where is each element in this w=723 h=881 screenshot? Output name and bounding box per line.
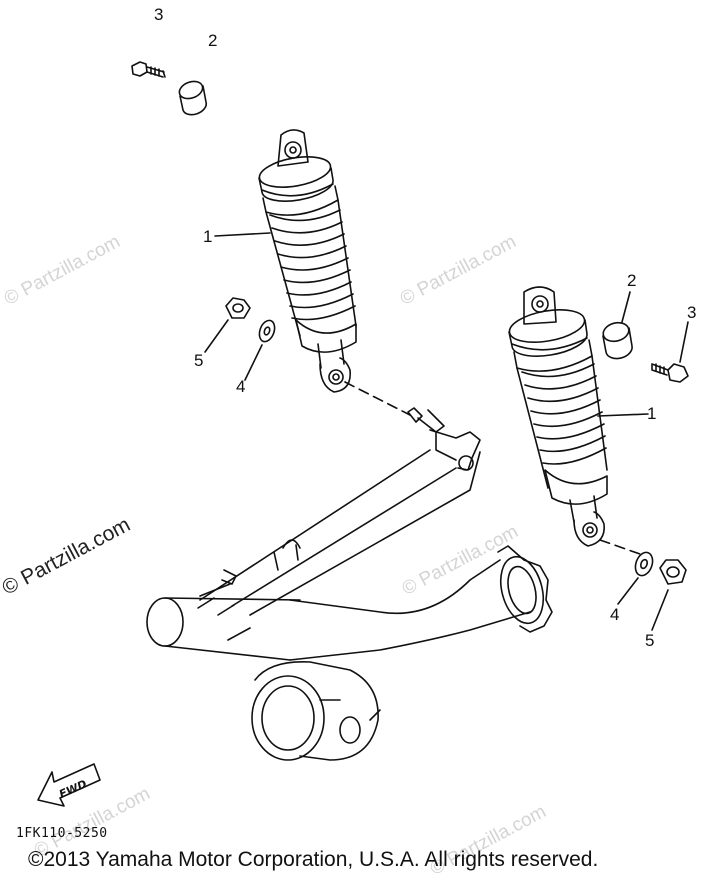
assembly-line-right (599, 539, 641, 555)
assembly-line-left (344, 381, 411, 416)
leader-1-left (214, 232, 271, 237)
callout-left-collar: 2 (208, 31, 218, 50)
callout-right-washer: 4 (610, 605, 620, 624)
callout-left-nut: 5 (194, 351, 204, 370)
diagram-code: 1FK110-5250 (16, 826, 108, 841)
washer-left (258, 319, 276, 343)
callout-left-bolt: 3 (154, 5, 164, 24)
callout-right-shock: 1 (647, 404, 657, 423)
swingarm-stud (407, 407, 445, 433)
collar-left (178, 80, 208, 116)
bolt-left (131, 61, 166, 78)
swingarm (146, 429, 553, 761)
bolt-right (651, 363, 689, 383)
callout-right-bolt: 3 (687, 303, 697, 322)
washer-right (634, 551, 654, 577)
copyright-notice: ©2013 Yamaha Motor Corporation, U.S.A. A… (28, 848, 599, 871)
callout-right-collar: 2 (627, 271, 637, 290)
leader-3-right (679, 321, 689, 363)
fwd-label: FWD (57, 777, 89, 801)
callout-left-shock: 1 (203, 227, 213, 246)
fwd-arrow (37, 763, 101, 807)
callout-left-washer: 4 (236, 377, 246, 396)
shock-absorber-right (508, 286, 608, 547)
leader-5-left (204, 319, 229, 353)
callout-right-nut: 5 (645, 631, 655, 650)
leader-1-right (597, 413, 649, 417)
leader-4-right (617, 577, 639, 605)
leader-5-right (651, 589, 669, 631)
collar-right (602, 321, 633, 360)
nut-left (225, 297, 251, 319)
leader-2-right (621, 291, 631, 323)
shock-absorber-left (258, 129, 357, 393)
nut-right (659, 559, 687, 585)
leader-4-left (244, 344, 263, 381)
